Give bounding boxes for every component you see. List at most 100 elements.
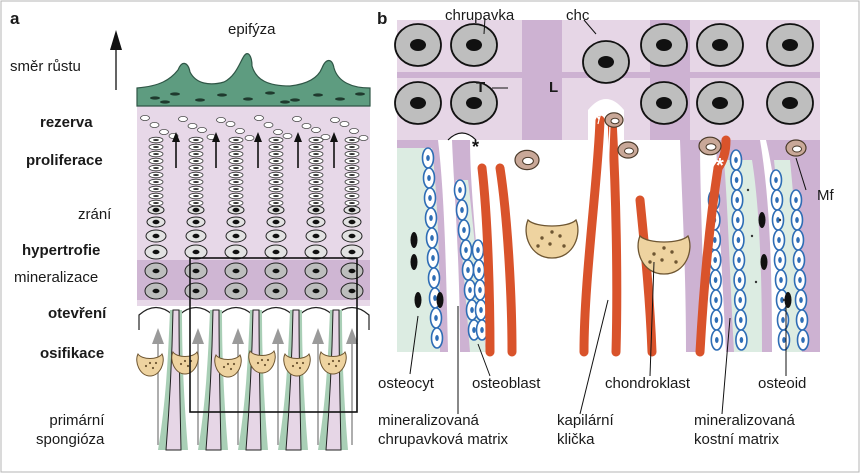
nucleus — [152, 233, 160, 239]
reserve-cell — [149, 122, 160, 129]
nucleus — [151, 366, 155, 370]
nucleus — [272, 233, 280, 239]
capillary-lumen — [487, 163, 501, 353]
nucleus — [713, 237, 717, 243]
nucleus — [337, 359, 341, 363]
epiphysis-cell — [280, 100, 290, 104]
nucleus — [562, 244, 566, 248]
nucleus — [795, 217, 799, 223]
nucleus — [153, 167, 159, 169]
nucleus — [233, 195, 239, 197]
nucleus — [464, 247, 468, 253]
nucleus — [263, 363, 267, 367]
nucleus — [193, 146, 199, 148]
nucleus — [272, 288, 280, 294]
capillary-invasion-arrow-head — [312, 328, 324, 344]
nucleus — [738, 297, 742, 303]
nucleus — [712, 39, 728, 51]
nucleus — [272, 268, 280, 274]
leader-line — [409, 315, 419, 375]
reserve-cell — [197, 127, 207, 134]
nucleus — [777, 237, 781, 243]
nucleus — [233, 181, 239, 183]
nucleus — [222, 365, 226, 369]
reserve-cell — [339, 121, 350, 128]
osteoid-label: osteoid — [758, 375, 807, 392]
epiphysis-cell — [290, 98, 300, 102]
nucleus — [148, 361, 152, 365]
nucleus — [193, 139, 199, 141]
chondroclast — [171, 351, 199, 375]
nucleus — [273, 146, 279, 148]
nucleus — [153, 153, 159, 155]
nucleus — [144, 364, 148, 368]
nucleus — [349, 167, 355, 169]
nucleus — [705, 143, 717, 151]
leader-line — [649, 261, 655, 377]
nucleus — [794, 197, 798, 203]
nucleus — [472, 327, 476, 333]
osteocyte-label: osteocyt — [378, 375, 434, 392]
osteoid-granule — [754, 280, 758, 284]
leader-line — [721, 317, 731, 415]
nucleus — [152, 219, 160, 225]
nucleus — [431, 255, 435, 261]
nucleus — [232, 288, 240, 294]
nucleus — [233, 188, 239, 190]
osteoid-granule — [778, 218, 782, 222]
nucleus — [153, 188, 159, 190]
nucleus — [536, 244, 540, 248]
capillary-loop — [607, 115, 622, 357]
nucleus — [798, 277, 802, 283]
transverse-septum-label: T — [476, 79, 486, 96]
reserve-cell — [216, 117, 226, 124]
nucleus — [735, 197, 739, 203]
chondroclast — [319, 351, 347, 375]
zone-label-mineralization: mineralizace — [14, 269, 99, 286]
nucleus — [479, 307, 483, 313]
nucleus — [153, 146, 159, 148]
epiphysis-cell — [243, 97, 253, 101]
longitudinal-septum-label: L — [549, 79, 559, 96]
nucleus — [429, 215, 433, 221]
nucleus — [799, 297, 803, 303]
nucleus — [778, 257, 782, 263]
reserve-cell — [349, 127, 359, 134]
nucleus — [801, 337, 805, 343]
nucleus — [192, 268, 200, 274]
nucleus — [624, 147, 634, 155]
nucleus — [152, 207, 160, 213]
nucleus — [656, 97, 672, 109]
nucleus — [713, 257, 717, 263]
nucleus — [193, 160, 199, 162]
mineralized-cartilage — [680, 140, 704, 352]
nucleus — [348, 219, 356, 225]
nucleus — [301, 361, 305, 365]
nucleus — [256, 361, 260, 365]
nucleus — [273, 202, 279, 204]
longitudinal-septum — [522, 20, 562, 140]
nucleus — [349, 153, 355, 155]
osteocyte — [414, 292, 422, 308]
reserve-cell — [301, 123, 312, 130]
nucleus — [734, 157, 738, 163]
nucleus — [739, 317, 743, 323]
lacuna-edge — [447, 132, 477, 141]
nucleus — [470, 307, 474, 313]
nucleus — [548, 242, 552, 246]
nucleus — [327, 362, 331, 366]
osteocyte — [436, 292, 444, 308]
mineralized-bone-matrix-label: mineralizovaná kostní matrix — [694, 412, 795, 448]
leader-line — [579, 299, 609, 415]
osteoid-granule — [746, 188, 750, 192]
epiphysis — [136, 53, 371, 107]
nucleus — [313, 139, 319, 141]
cartilage-remnant — [205, 309, 222, 451]
zone-label-maturation: zrání — [78, 206, 112, 223]
nucleus — [462, 227, 466, 233]
nucleus — [477, 267, 481, 273]
chondroclast — [283, 353, 311, 377]
nucleus — [183, 359, 187, 363]
